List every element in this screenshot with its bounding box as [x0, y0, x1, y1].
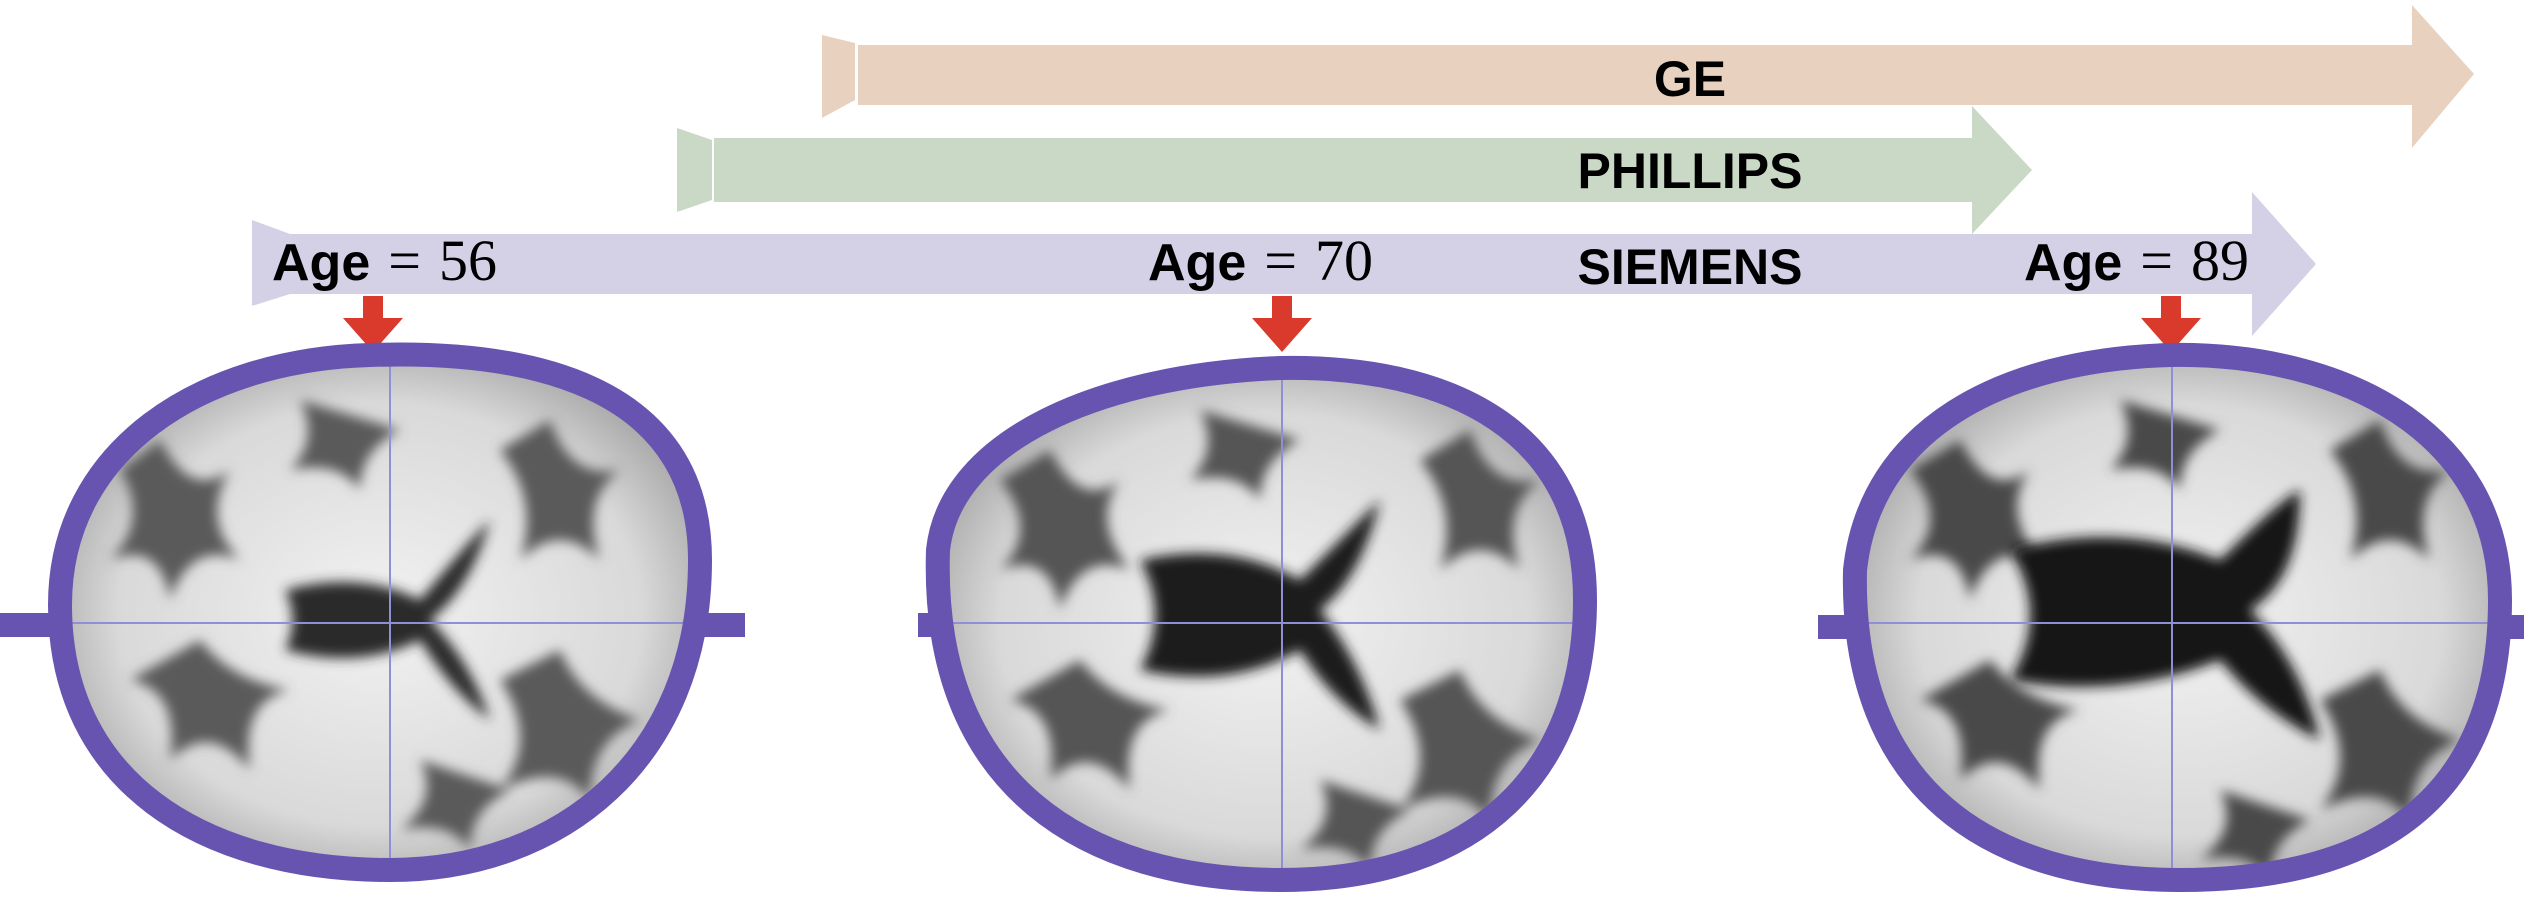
age-label-3: Age = 89 — [2024, 228, 2249, 293]
ge-bar: GE — [822, 5, 2474, 148]
siemens-bar-label: SIEMENS — [1577, 239, 1802, 295]
brain-outline-3 — [1842, 342, 2512, 892]
age-label-1-eq: = — [388, 228, 421, 293]
age-label-1: Age = 56 — [272, 228, 497, 293]
siemens-bar-arrow — [252, 192, 2316, 336]
marker-arrow-3 — [2141, 296, 2201, 352]
brain-scan-2 — [918, 355, 1597, 892]
age-label-2-value: 70 — [1315, 228, 1373, 293]
age-label-3-word: Age — [2024, 234, 2122, 292]
ge-bar-label: GE — [1654, 51, 1726, 107]
age-label-3-eq: = — [2140, 228, 2173, 293]
brain-scan-3 — [1818, 342, 2524, 892]
siemens-bar: SIEMENS — [252, 192, 2316, 336]
phillips-bar-arrow — [677, 106, 2032, 234]
marker-arrow-1 — [343, 296, 403, 352]
age-label-2-word: Age — [1148, 234, 1246, 292]
age-label-1-value: 56 — [439, 228, 497, 293]
marker-arrow-2 — [1252, 296, 1312, 352]
brain-outline-2 — [925, 355, 1597, 892]
age-label-3-value: 89 — [2191, 228, 2249, 293]
ge-bar-arrow — [822, 5, 2474, 148]
brain-outline-1 — [48, 342, 712, 882]
age-label-2-eq: = — [1264, 228, 1297, 293]
phillips-bar: PHILLIPS — [677, 106, 2032, 234]
phillips-bar-label: PHILLIPS — [1577, 143, 1802, 199]
age-label-1-word: Age — [272, 234, 370, 292]
age-label-2: Age = 70 — [1148, 228, 1373, 293]
brain-scan-1 — [0, 342, 745, 882]
